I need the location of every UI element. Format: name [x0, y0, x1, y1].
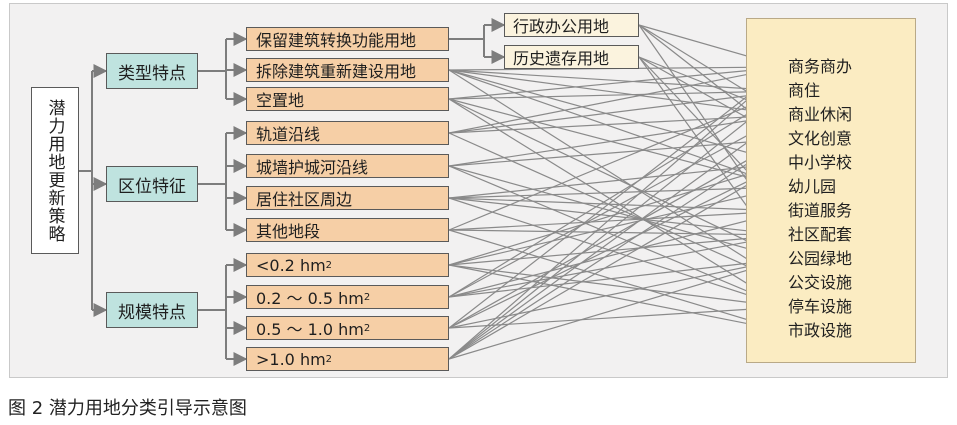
- link-line-demo: [448, 69, 786, 119]
- item-label: 保留建筑转换功能用地: [256, 31, 417, 50]
- item-label: 0.5 ～ 1.0 hm: [256, 320, 364, 339]
- function-11: 停车设施: [788, 297, 853, 316]
- item-label: 居住社区周边: [256, 190, 353, 209]
- link-line-demo: [448, 69, 786, 189]
- item-label: 轨道沿线: [256, 125, 321, 144]
- link-line-vacant: [448, 98, 786, 308]
- link-line-rail: [448, 111, 786, 134]
- item-label: 城墙护城河沿线: [256, 158, 369, 177]
- link-line-demo: [448, 69, 786, 284]
- root-node: 潜力用地更新策略: [31, 87, 79, 254]
- link-line-s2: [448, 114, 786, 298]
- category-scale: 规模特点: [106, 292, 198, 328]
- link-line-s1: [448, 264, 786, 334]
- link-line-s1: [448, 184, 786, 266]
- function-5: 中小学校: [788, 153, 853, 172]
- link-line-s3: [448, 138, 786, 329]
- link-line-s4: [448, 66, 786, 360]
- link-line-wall: [448, 111, 786, 167]
- link-line-s4: [448, 90, 786, 360]
- item-label: >1.0 hm: [256, 349, 326, 369]
- category-label: 类型特点: [118, 63, 186, 84]
- link-line-resid: [448, 159, 786, 199]
- link-line-resid: [448, 197, 786, 309]
- function-9: 公园绿地: [788, 249, 853, 268]
- function-6: 幼儿园: [788, 177, 837, 196]
- link-line-s3: [448, 256, 786, 329]
- link-line-s4: [448, 114, 786, 360]
- root-label: 潜力用地更新策略: [44, 98, 65, 243]
- subitem-history: 历史遗存用地: [504, 45, 639, 69]
- link-line-rail: [448, 87, 786, 134]
- category-type: 类型特点: [106, 53, 198, 89]
- link-line-vacant: [448, 98, 786, 190]
- link-line-rail: [448, 64, 786, 134]
- link-line-s3: [448, 66, 786, 329]
- item-other: 其他地段: [246, 218, 449, 242]
- link-line-s4: [448, 257, 786, 360]
- link-line-other: [448, 90, 786, 231]
- figure-caption: 图 2 潜力用地分类引导示意图: [8, 398, 247, 419]
- category-label: 区位特征: [118, 176, 186, 197]
- item-rail: 轨道沿线: [246, 121, 449, 145]
- item-label: 空置地: [256, 91, 305, 110]
- link-line-s4: [448, 138, 786, 360]
- item-citywall: 城墙护城河沿线: [246, 154, 449, 178]
- link-line-s2: [448, 255, 786, 298]
- subitem-label: 历史遗存用地: [513, 49, 610, 68]
- link-line-other: [448, 229, 786, 240]
- link-line-s3: [448, 162, 786, 329]
- link-line-demo: [448, 69, 786, 95]
- link-line-s1: [448, 264, 786, 311]
- link-line-s2: [448, 90, 786, 298]
- item-label: 拆除建筑重新建设用地: [256, 62, 417, 81]
- item-residential: 居住社区周边: [246, 186, 449, 210]
- link-line-s1: [448, 231, 786, 266]
- link-line-vacant: [448, 86, 786, 100]
- category-location: 区位特征: [106, 166, 198, 202]
- link-line-s2: [448, 208, 786, 298]
- link-line-s2: [448, 232, 786, 298]
- link-line-s4: [448, 162, 786, 360]
- link-line-demo: [448, 69, 786, 166]
- link-line-resid: [448, 197, 786, 239]
- item-sup: 2: [363, 291, 371, 303]
- link-line-vacant: [448, 63, 786, 100]
- function-panel: [746, 18, 916, 363]
- link-line-s3: [448, 303, 786, 329]
- subitem-admin: 行政办公用地: [504, 13, 639, 37]
- item-vacant: 空置地: [246, 87, 449, 111]
- item-label: 0.2 ～ 0.5 hm: [256, 289, 364, 308]
- link-line-other: [448, 207, 786, 231]
- link-line-resid: [448, 183, 786, 199]
- function-10: 公交设施: [788, 273, 853, 292]
- category-label: 规模特点: [118, 302, 186, 323]
- function-3: 商业休闲: [788, 105, 853, 124]
- link-line-resid: [448, 197, 786, 215]
- item-sup: 2: [363, 322, 371, 334]
- item-sup: 2: [325, 353, 333, 365]
- function-12: 市政设施: [788, 321, 853, 340]
- item-keep: 保留建筑转换功能用地: [246, 27, 449, 51]
- link-line-s1: [448, 161, 786, 266]
- function-4: 文化创意: [788, 129, 853, 148]
- function-1: 商务商办: [788, 57, 853, 76]
- function-7: 街道服务: [788, 201, 853, 220]
- function-2: 商住: [788, 81, 821, 100]
- item-label: 其他地段: [256, 222, 321, 241]
- link-line-wall: [448, 135, 786, 167]
- link-line-other: [448, 229, 786, 333]
- item-sup: 2: [325, 259, 333, 271]
- item-label: <0.2 hm: [256, 255, 326, 275]
- item-demolish: 拆除建筑重新建设用地: [246, 58, 449, 82]
- function-8: 社区配套: [788, 225, 853, 244]
- subitem-label: 行政办公用地: [513, 17, 610, 36]
